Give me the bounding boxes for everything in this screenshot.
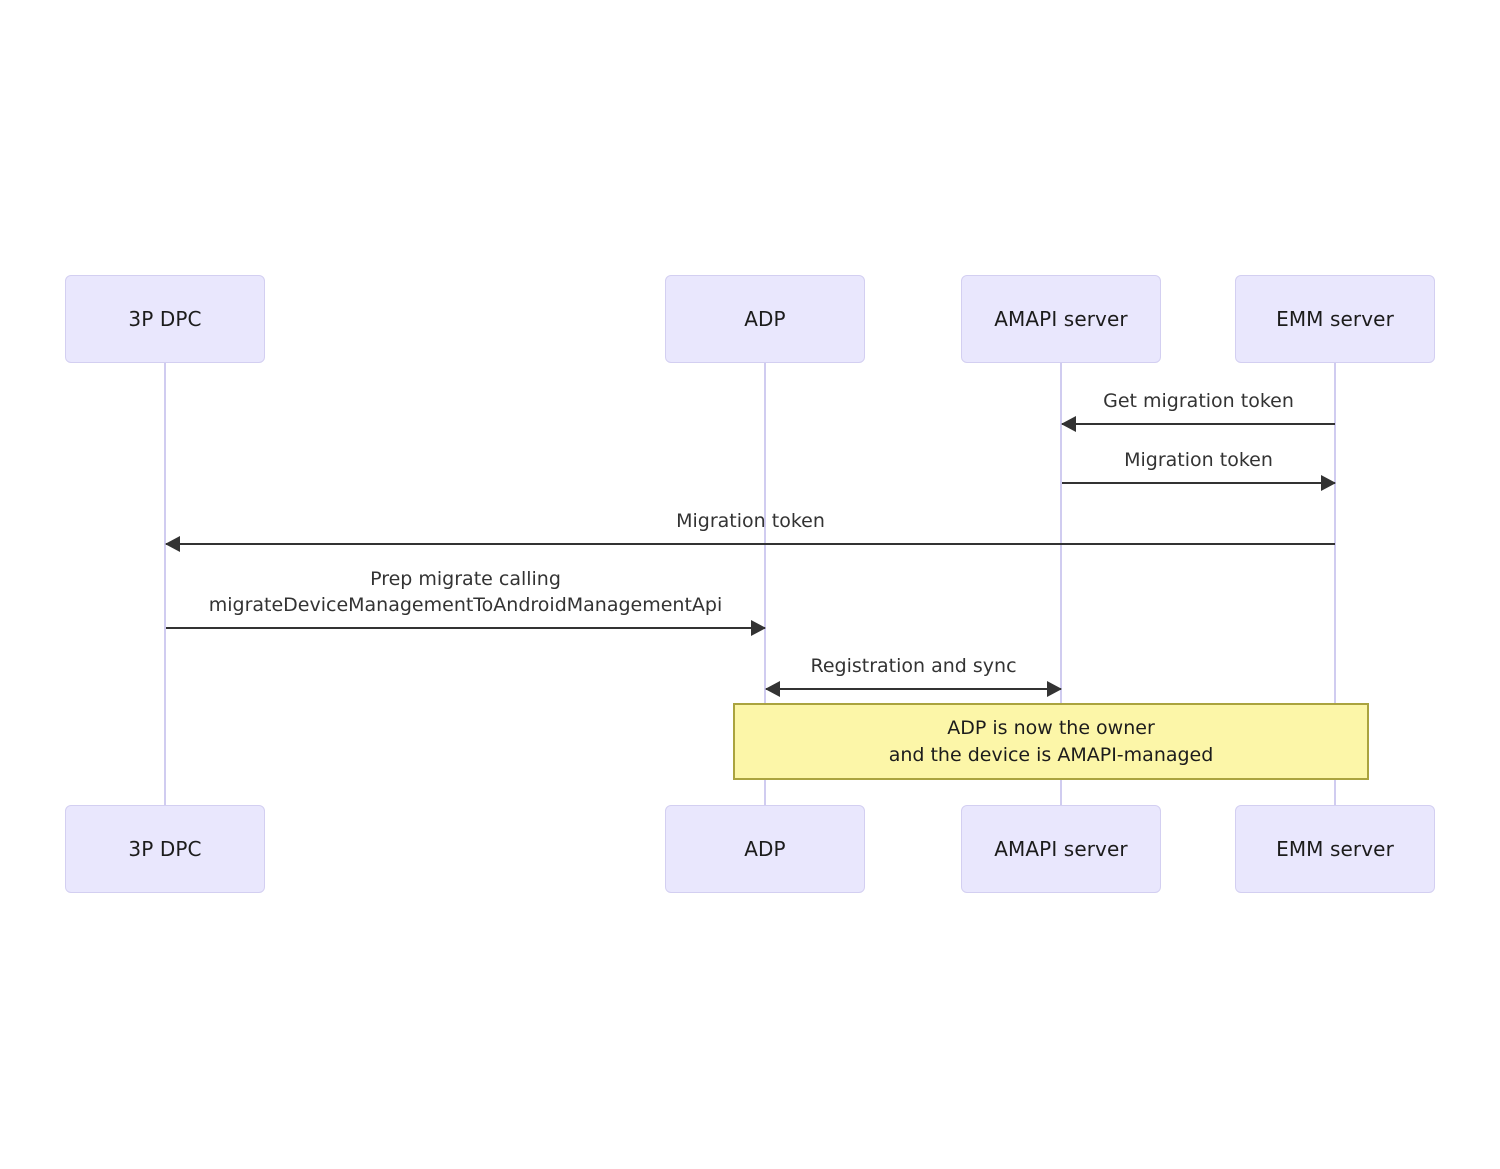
arrowhead-right-icon [751, 620, 766, 636]
arrowhead-left-icon [765, 681, 780, 697]
participant-label: ADP [744, 837, 786, 861]
message-line [166, 627, 765, 629]
message-label: Migration token [1124, 449, 1273, 471]
lifeline-3p-dpc [164, 363, 166, 805]
note-text: ADP is now the owner and the device is A… [888, 716, 1214, 766]
participant-3p-dpc-top[interactable]: 3P DPC [65, 275, 265, 363]
participant-amapi-server-top[interactable]: AMAPI server [961, 275, 1161, 363]
arrowhead-left-icon [165, 536, 180, 552]
lifeline-amapi-server [1060, 363, 1062, 805]
message-line [1062, 482, 1335, 484]
note-adp-owner: ADP is now the owner and the device is A… [733, 703, 1369, 780]
message-line [166, 543, 1335, 545]
participant-emm-server-bottom[interactable]: EMM server [1235, 805, 1435, 893]
message-label: Registration and sync [810, 655, 1017, 677]
participant-adp-top[interactable]: ADP [665, 275, 865, 363]
participant-label: ADP [744, 307, 786, 331]
participant-label: EMM server [1276, 307, 1394, 331]
lifeline-adp [764, 363, 766, 805]
message-line [766, 688, 1061, 690]
participant-adp-bottom[interactable]: ADP [665, 805, 865, 893]
message-label: Migration token [676, 510, 825, 532]
arrowhead-right-icon [1047, 681, 1062, 697]
lifeline-emm-server [1334, 363, 1336, 805]
participant-label: 3P DPC [128, 307, 202, 331]
message-label: Prep migrate calling migrateDeviceManage… [208, 568, 723, 616]
message-label: Get migration token [1103, 390, 1294, 412]
participant-emm-server-top[interactable]: EMM server [1235, 275, 1435, 363]
participant-3p-dpc-bottom[interactable]: 3P DPC [65, 805, 265, 893]
participant-label: AMAPI server [994, 837, 1128, 861]
message-line [1062, 423, 1335, 425]
participant-amapi-server-bottom[interactable]: AMAPI server [961, 805, 1161, 893]
participant-label: EMM server [1276, 837, 1394, 861]
arrowhead-right-icon [1321, 475, 1336, 491]
arrowhead-left-icon [1061, 416, 1076, 432]
participant-label: AMAPI server [994, 307, 1128, 331]
participant-label: 3P DPC [128, 837, 202, 861]
